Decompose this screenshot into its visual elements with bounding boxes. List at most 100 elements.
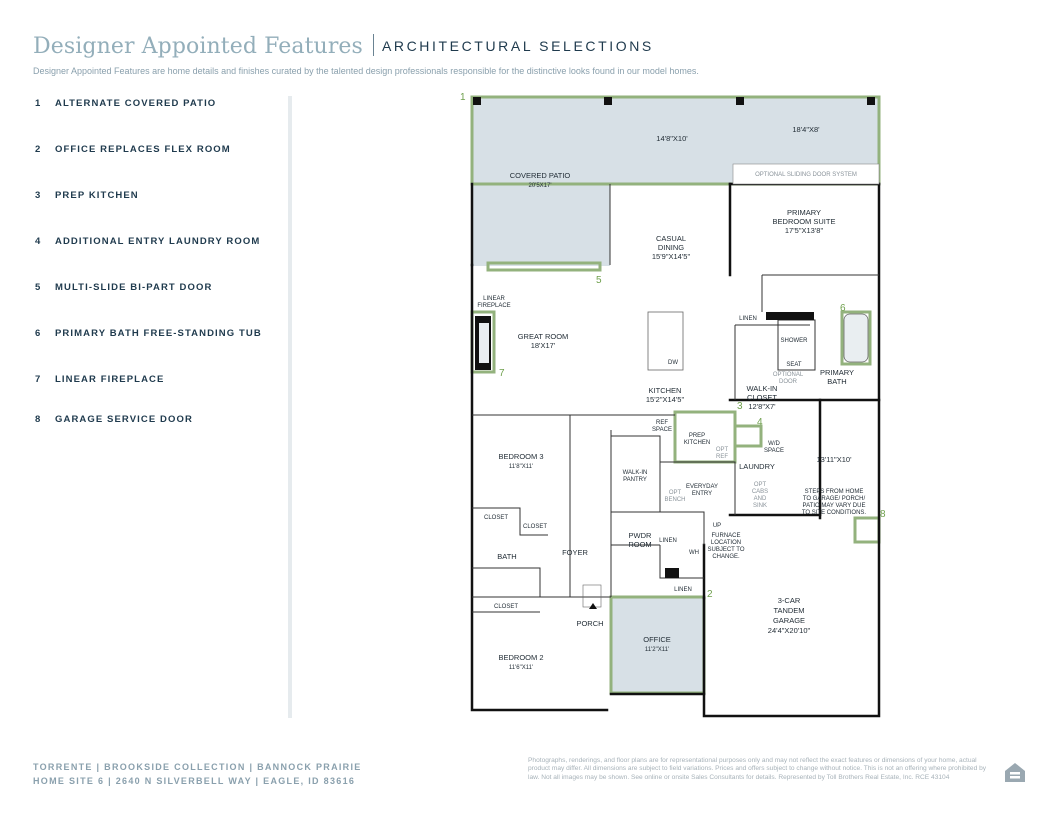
opt-ref-label-2: REF: [716, 454, 728, 460]
island: [647, 311, 684, 371]
opt-bench-label-2: BENCH: [664, 497, 685, 503]
opt-cabs-label-4: SINK: [753, 503, 767, 509]
wall-west: [470, 263, 609, 712]
everyday-entry-label: EVERYDAY: [686, 484, 718, 490]
wall-east-garage: [702, 182, 881, 718]
bedroom2-dim: 11'6"X11': [509, 665, 533, 671]
kitchen-dim: 15'2"X14'5": [646, 395, 685, 404]
bedroom2-label: BEDROOM 2: [498, 653, 543, 662]
wall-closet: [472, 507, 548, 536]
garage-label-3: GARAGE: [773, 616, 805, 625]
equal-housing-opportunity-icon: [1005, 763, 1025, 782]
furnace-note-1: FURNACE: [711, 533, 740, 539]
great-room-label: GREAT ROOM: [518, 332, 569, 341]
footer-line-1: TORRENTE | BROOKSIDE COLLECTION | BANNOC…: [33, 762, 362, 772]
wh-label: WH: [689, 550, 699, 556]
casual-dining-label-2: DINING: [658, 243, 684, 252]
page-header: Designer Appointed Features ARCHITECTURAL…: [33, 34, 654, 59]
wall-entry: [660, 461, 736, 515]
highlight-garage-door: [853, 516, 881, 544]
pwdr-label: PWDR: [629, 531, 652, 540]
closet-label-1: CLOSET: [484, 515, 508, 521]
patio-dim-b: 18'4"X8': [792, 125, 820, 134]
feature-label: GARAGE SERVICE DOOR: [55, 414, 193, 425]
linear-fireplace-label: LINEAR: [483, 296, 505, 302]
plan-marker-6: 6: [840, 303, 846, 314]
casual-dining-label: CASUAL: [656, 234, 686, 243]
feature-number: 2: [35, 144, 42, 155]
highlight-laundry: [733, 424, 763, 448]
feature-label: PREP KITCHEN: [55, 190, 139, 201]
title-divider: [372, 34, 374, 56]
page-title: Designer Appointed Features: [33, 34, 363, 59]
footer-line-2: HOME SITE 6 | 2640 N SILVERBELL WAY | EA…: [33, 776, 356, 786]
feature-label: ADDITIONAL ENTRY LAUNDRY ROOM: [55, 236, 261, 247]
plan-marker-4: 4: [757, 417, 763, 428]
opt-bench-label: OPT: [669, 490, 682, 496]
garage-label-2: TANDEM: [773, 606, 804, 615]
sliding-door-zone: [732, 163, 880, 185]
kitchen-label: KITCHEN: [649, 386, 682, 395]
patio-dim-a: 14'8"X10': [656, 134, 688, 143]
ref-space-label-2: SPACE: [652, 427, 672, 433]
feature-item: 1 ALTERNATE COVERED PATIO: [35, 98, 216, 109]
wall-pwdr: [611, 511, 705, 545]
furnace-note-2: LOCATION: [711, 540, 741, 546]
sliding-door-label: OPTIONAL SLIDING DOOR SYSTEM: [755, 172, 857, 178]
optional-door-label-2: DOOR: [779, 379, 798, 385]
pantry-label: WALK-IN: [623, 470, 648, 476]
page-subtitle: ARCHITECTURAL SELECTIONS: [381, 38, 654, 54]
furnace-note-3: SUBJECT TO: [707, 547, 744, 553]
foyer-label: FOYER: [562, 548, 588, 557]
steps-note-4: TO SITE CONDITIONS.: [802, 510, 867, 516]
everyday-entry-label-2: ENTRY: [692, 491, 712, 497]
bath-label: BATH: [497, 552, 516, 561]
laundry-label: LAUNDRY: [739, 462, 775, 471]
highlight-covered-patio: [470, 95, 881, 186]
linear-fireplace-label-2: FIREPLACE: [477, 303, 510, 309]
office-fill: [611, 597, 704, 693]
plan-marker-3: 3: [737, 401, 743, 412]
plan-marker-7: 7: [499, 368, 505, 379]
footer-address: TORRENTE | BROOKSIDE COLLECTION | BANNOC…: [33, 760, 362, 788]
feature-number: 1: [35, 98, 42, 109]
steps-note-2: TO GARAGE/ PORCH/: [803, 496, 866, 502]
office-dim: 11'2"X11': [645, 647, 669, 653]
garage-dim: 24'4"X20'10": [768, 626, 811, 635]
bedroom3-label: BEDROOM 3: [498, 452, 543, 461]
plan-marker-2: 2: [707, 589, 713, 600]
feature-label: PRIMARY BATH FREE-STANDING TUB: [55, 328, 262, 339]
primary-bath-label-2: BATH: [827, 377, 846, 386]
wall-bed3: [472, 414, 571, 598]
pwdr-label-2: ROOM: [628, 540, 651, 549]
feature-number: 4: [35, 236, 42, 247]
feature-label: ALTERNATE COVERED PATIO: [55, 98, 217, 109]
pantry-label-2: PANTRY: [623, 477, 647, 483]
plan-marker-8: 8: [880, 509, 886, 520]
garage-label-1: 3-CAR: [778, 596, 801, 605]
prep-kitchen-label: PREP: [689, 433, 705, 439]
dw-label: DW: [668, 360, 678, 366]
covered-patio-ext-fill: [472, 184, 610, 266]
feature-label: MULTI-SLIDE BI-PART DOOR: [55, 282, 213, 293]
shower-label: SHOWER: [781, 338, 809, 344]
intro-text: Designer Appointed Features are home det…: [33, 66, 699, 76]
up-label: UP: [713, 523, 721, 529]
linen-label: LINEN: [739, 316, 757, 322]
wd-space-label-2: SPACE: [764, 448, 784, 454]
highlight-bipart-door: [486, 261, 602, 272]
prep-kitchen-label-2: KITCHEN: [684, 440, 710, 446]
primary-suite-label: PRIMARY: [787, 208, 821, 217]
feature-number: 3: [35, 190, 42, 201]
feature-item: 3 PREP KITCHEN: [35, 190, 139, 201]
highlight-tub: [840, 310, 872, 366]
porch-label: PORCH: [576, 619, 603, 628]
primary-suite-label-2: BEDROOM SUITE: [773, 217, 836, 226]
tub: [843, 313, 869, 363]
